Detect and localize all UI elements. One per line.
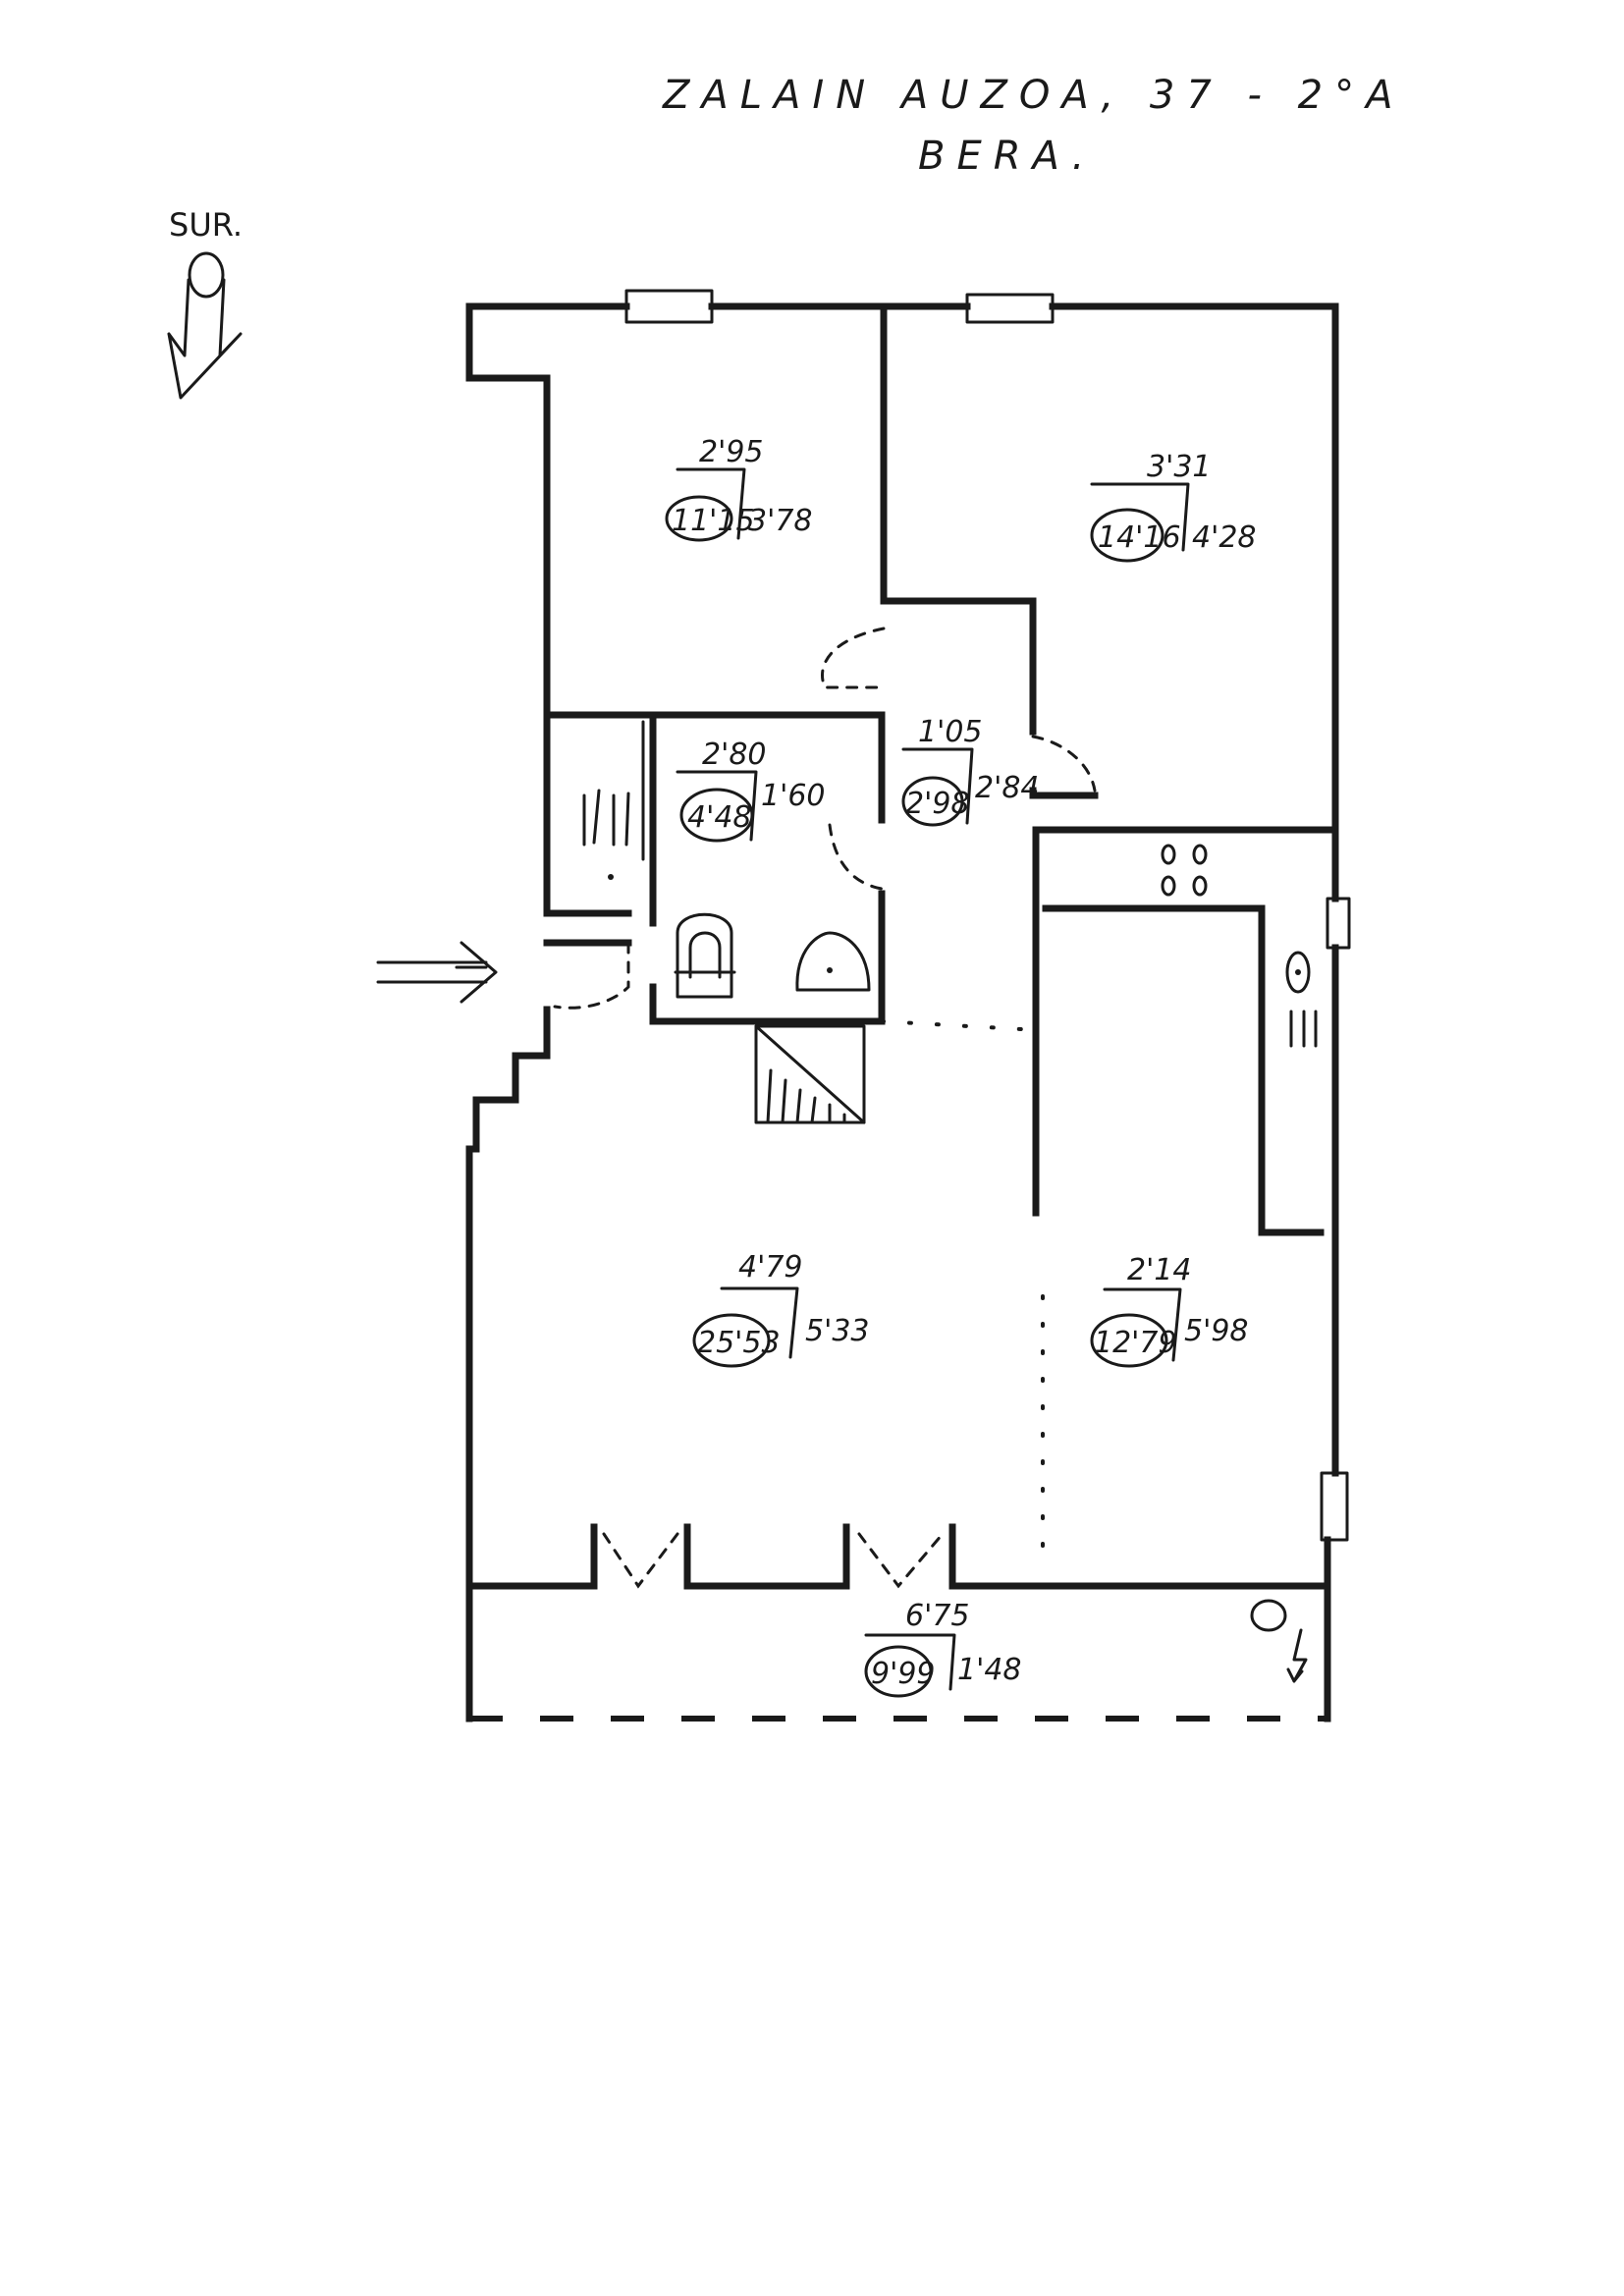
stove-icon: [1161, 844, 1208, 897]
balcony-length: 1'48: [957, 1653, 1022, 1687]
room-bedroom-1: 2'95 11'15 3'78: [665, 435, 813, 542]
room-hall: 1'05 2'98 2'84: [901, 715, 1040, 827]
bathroom-length: 1'60: [761, 779, 826, 813]
room-living: 4'79 25'53 5'33: [692, 1250, 870, 1368]
hall-length: 2'84: [975, 771, 1040, 805]
closet-icon: [582, 789, 630, 880]
balcony-width: 6'75: [905, 1599, 970, 1633]
sink-icon: [1285, 951, 1318, 1048]
balcony-area: 9'99: [871, 1657, 936, 1691]
hall-area: 2'98: [905, 787, 970, 821]
boiler-icon: [1250, 1599, 1308, 1683]
kitchen-length: 5'98: [1184, 1314, 1249, 1348]
window-right-bottom: [1320, 1471, 1349, 1542]
living-width: 4'79: [738, 1250, 803, 1285]
bedroom-2-length: 4'28: [1192, 520, 1257, 555]
bedroom-1-length: 3'78: [748, 504, 813, 538]
window-top-left: [624, 289, 714, 324]
stairs-icon: [754, 1024, 866, 1124]
arrow-down-icon: [167, 251, 243, 400]
room-kitchen: 2'14 12'79 5'98: [1090, 1253, 1249, 1368]
orientation-label: SUR.: [169, 206, 243, 244]
room-bedroom-2: 3'31 14'16 4'28: [1090, 450, 1257, 563]
bedroom-2-area: 14'16: [1098, 520, 1181, 555]
kitchen-area: 12'79: [1094, 1326, 1177, 1360]
town-title: BERA.: [918, 134, 1096, 179]
interior-walls: [543, 302, 1339, 1236]
bedroom-1-width: 2'95: [699, 435, 764, 469]
entrance-arrow-icon: [376, 941, 498, 1004]
living-length: 5'33: [805, 1314, 870, 1348]
washbasin-icon: [795, 931, 871, 992]
living-area: 25'53: [697, 1326, 781, 1360]
bathroom-width: 2'80: [702, 738, 767, 772]
outer-walls: [465, 302, 1339, 1722]
bathroom-area: 4'48: [687, 800, 752, 835]
bedroom-2-width: 3'31: [1147, 450, 1212, 484]
hall-width: 1'05: [918, 715, 983, 749]
window-right-top: [1326, 897, 1351, 950]
address-title: ZALAIN AUZOA, 37 - 2°A: [662, 73, 1404, 118]
room-balcony: 6'75 9'99 1'48: [864, 1599, 1022, 1698]
room-bathroom: 2'80 4'48 1'60: [676, 738, 826, 843]
bedroom-1-area: 11'15: [672, 504, 755, 538]
kitchen-width: 2'14: [1127, 1253, 1192, 1287]
door-swings: [553, 627, 1097, 1589]
window-top-right: [965, 293, 1055, 324]
wc-icon: [674, 912, 736, 999]
